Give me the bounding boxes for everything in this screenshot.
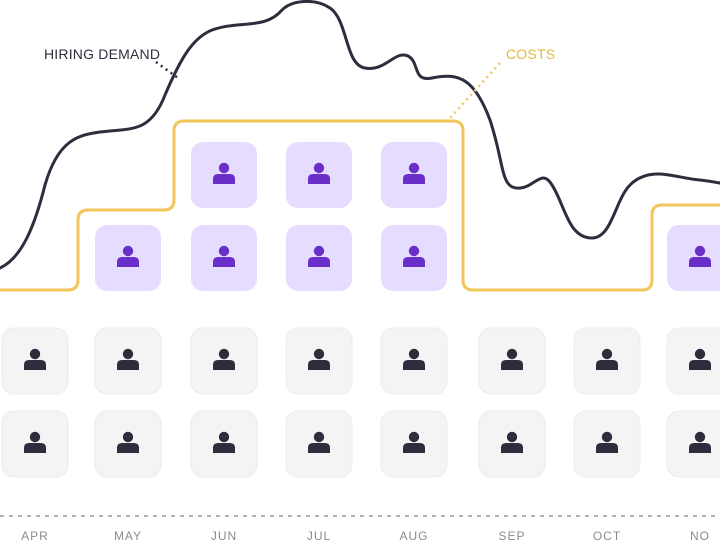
people-tiles	[1, 142, 720, 478]
contractor-tile	[667, 225, 720, 291]
staff-tile	[478, 410, 546, 478]
staff-tile	[666, 410, 720, 478]
staff-tile	[380, 327, 448, 395]
month-label: AUG	[399, 529, 429, 543]
contractor-tile	[286, 225, 352, 291]
hiring-demand-line	[0, 0, 720, 270]
month-label: MAY	[113, 529, 143, 543]
month-label: JUN	[210, 529, 238, 543]
month-label: APR	[21, 529, 49, 543]
hiring-demand-leader	[155, 60, 179, 80]
contractor-tile	[381, 225, 447, 291]
month-label: JUL	[306, 529, 332, 543]
month-label: OCT	[592, 529, 622, 543]
contractor-tile	[191, 225, 257, 291]
staff-tile	[190, 410, 258, 478]
staff-tile	[573, 410, 641, 478]
staff-tile	[380, 410, 448, 478]
month-label: NO	[690, 529, 710, 543]
contractor-tile	[95, 225, 161, 291]
contractor-tile	[191, 142, 257, 208]
costs-line	[0, 119, 720, 292]
month-label: SEP	[498, 529, 526, 543]
staff-tile	[1, 327, 69, 395]
contractor-tile	[381, 142, 447, 208]
costs-label: COSTS	[506, 46, 556, 62]
staff-tile	[285, 327, 353, 395]
staff-tile	[573, 327, 641, 395]
hiring-demand-label: HIRING DEMAND	[44, 46, 161, 62]
costs-leader	[449, 62, 501, 119]
contractor-tile	[286, 142, 352, 208]
staff-tile	[190, 327, 258, 395]
staff-tile	[1, 410, 69, 478]
staff-tile	[478, 327, 546, 395]
staff-tile	[94, 410, 162, 478]
staff-tile	[666, 327, 720, 395]
staff-tile	[94, 327, 162, 395]
staff-tile	[285, 410, 353, 478]
